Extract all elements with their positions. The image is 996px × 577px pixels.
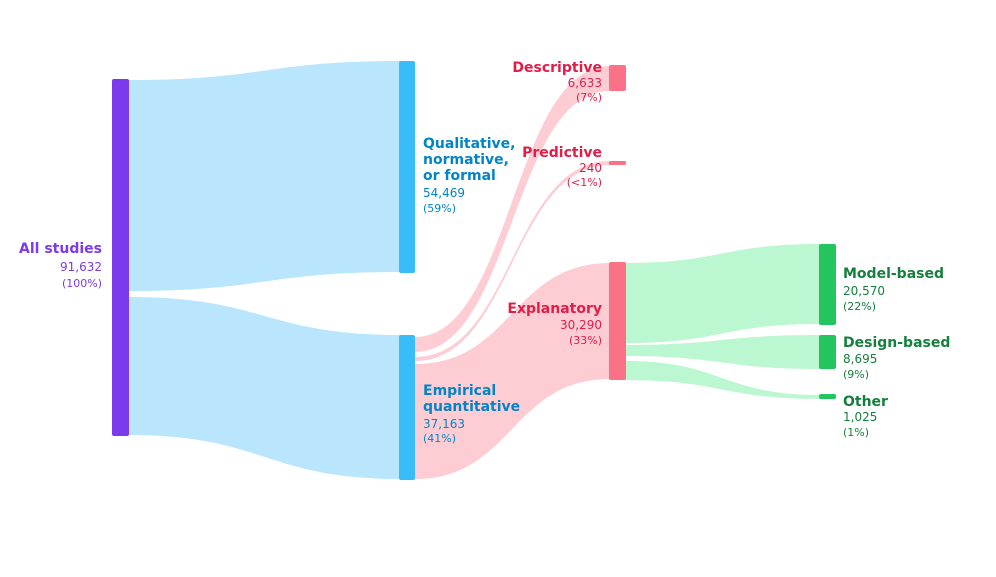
- node-all-studies: [112, 79, 129, 436]
- label-design-based: Design-based 8,695 (9%): [843, 335, 950, 381]
- node-model-based: [819, 244, 836, 325]
- all-studies-pct: (100%): [62, 277, 102, 290]
- qualitative-pct: (59%): [423, 202, 456, 215]
- link-empirical-to-predictive: [415, 161, 610, 361]
- model-based-pct: (22%): [843, 300, 876, 313]
- label-all-studies: All studies 91,632 (100%): [19, 241, 102, 290]
- node-predictive: [609, 161, 626, 165]
- link-all-to-qualitative: [128, 61, 400, 291]
- other-name: Other: [843, 394, 888, 410]
- all-studies-value: 91,632: [60, 260, 102, 274]
- node-descriptive: [609, 65, 626, 91]
- descriptive-name: Descriptive: [512, 60, 602, 76]
- node-qualitative: [399, 61, 415, 273]
- other-value: 1,025: [843, 410, 877, 424]
- node-other: [819, 394, 836, 399]
- design-based-value: 8,695: [843, 352, 877, 366]
- label-descriptive: Descriptive 6,633 (7%): [512, 60, 602, 104]
- predictive-value: 240: [579, 161, 602, 175]
- descriptive-value: 6,633: [568, 76, 602, 90]
- empirical-name-line-1: Empirical: [423, 383, 496, 399]
- descriptive-pct: (7%): [576, 91, 602, 104]
- link-empirical-to-descriptive: [415, 66, 610, 352]
- node-design-based: [819, 335, 836, 369]
- explanatory-name: Explanatory: [507, 301, 602, 317]
- model-based-value: 20,570: [843, 284, 885, 298]
- node-empirical: [399, 335, 415, 480]
- label-predictive: Predictive 240 (<1%): [522, 145, 602, 189]
- label-explanatory: Explanatory 30,290 (33%): [507, 301, 602, 347]
- predictive-pct: (<1%): [567, 176, 602, 189]
- link-all-to-empirical: [128, 297, 400, 479]
- design-based-pct: (9%): [843, 368, 869, 381]
- predictive-name: Predictive: [522, 145, 602, 161]
- link-explanatory-to-other: [625, 361, 820, 399]
- label-other: Other 1,025 (1%): [843, 394, 888, 439]
- node-explanatory: [609, 262, 626, 380]
- empirical-pct: (41%): [423, 432, 456, 445]
- label-empirical: Empirical quantitative 37,163 (41%): [423, 383, 520, 445]
- explanatory-value: 30,290: [560, 318, 602, 332]
- qualitative-name-line-2: normative,: [423, 152, 509, 168]
- label-qualitative: Qualitative, normative, or formal 54,469…: [423, 136, 515, 215]
- empirical-name-line-2: quantitative: [423, 399, 520, 415]
- design-based-name: Design-based: [843, 335, 950, 351]
- qualitative-value: 54,469: [423, 186, 465, 200]
- qualitative-name-line-3: or formal: [423, 168, 496, 184]
- qualitative-name-line-1: Qualitative,: [423, 136, 515, 152]
- model-based-name: Model-based: [843, 266, 944, 282]
- link-explanatory-to-design-based: [625, 335, 820, 369]
- link-empirical-to-explanatory: [415, 263, 610, 479]
- explanatory-pct: (33%): [569, 334, 602, 347]
- link-explanatory-to-model-based: [625, 244, 820, 343]
- label-model-based: Model-based 20,570 (22%): [843, 266, 944, 313]
- all-studies-name: All studies: [19, 241, 102, 257]
- other-pct: (1%): [843, 426, 869, 439]
- empirical-value: 37,163: [423, 417, 465, 431]
